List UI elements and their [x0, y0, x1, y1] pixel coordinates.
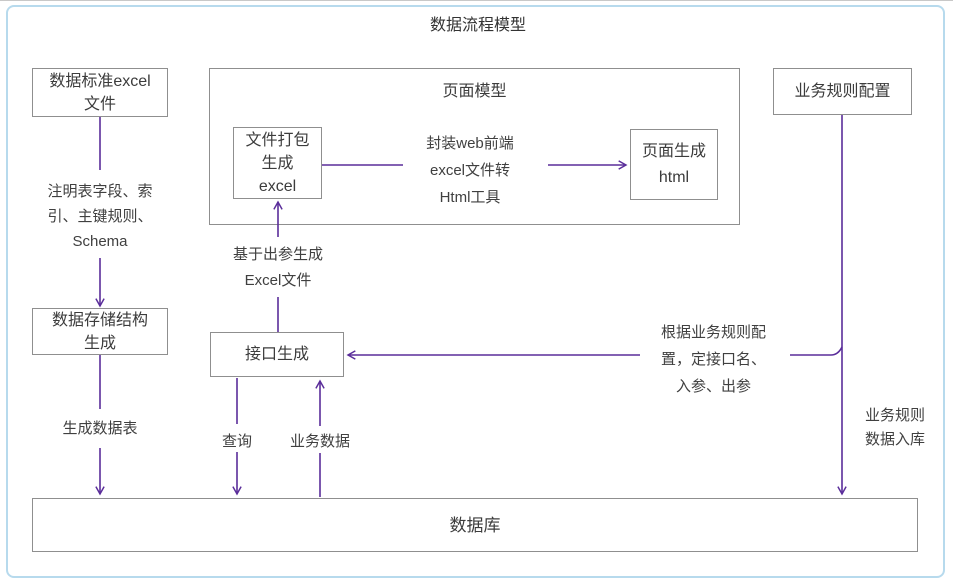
top-hairline [0, 0, 953, 1]
diagram-title: 数据流程模型 [429, 17, 526, 34]
node-file-package-generate-excel: 文件打包 生成 excel [233, 127, 322, 199]
node-database: 数据库 [32, 498, 918, 552]
edge-label-query: 查询 [221, 433, 252, 450]
container-page-model-title: 页面模型 [442, 83, 507, 100]
edge-label-business-rule-into-db: 业务规则 数据入库 [864, 407, 925, 448]
edge-label-wrap-web-frontend: 封装web前端 excel文件转 Html工具 [426, 135, 514, 206]
node-page-generate-html: 页面生成 html [630, 129, 718, 200]
edge-label-per-business-rule: 根据业务规则配 置，定接口名、 入参、出参 [660, 324, 766, 395]
node-data-standard-excel: 数据标准excel 文件 [32, 68, 168, 117]
edge-label-based-on-output-params: 基于出参生成 Excel文件 [232, 246, 323, 289]
edge-label-generate-data-table: 生成数据表 [62, 420, 138, 437]
edge-label-business-data: 业务数据 [289, 433, 350, 450]
node-business-rule-config: 业务规则配置 [773, 68, 912, 115]
edge-label-annotate-fields: 注明表字段、索 引、主键规则、 Schema [47, 183, 153, 250]
node-api-generate: 接口生成 [210, 332, 344, 377]
node-data-storage-structure: 数据存储结构 生成 [32, 308, 168, 355]
